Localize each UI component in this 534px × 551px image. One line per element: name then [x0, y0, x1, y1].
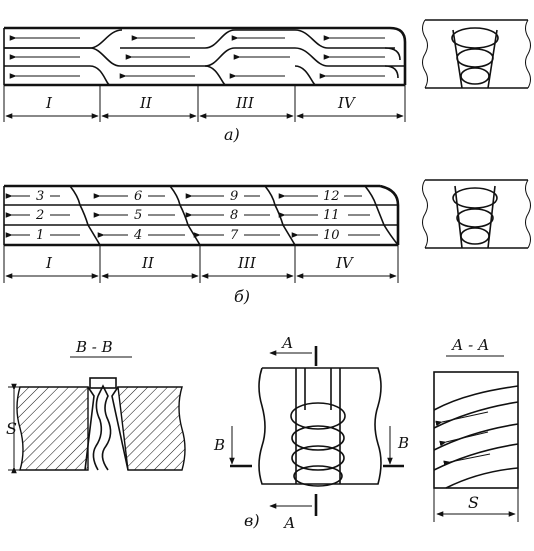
pass-number: 12 — [323, 189, 340, 204]
cut-label-left: В — [213, 436, 225, 454]
section-bb: В - В S — [6, 338, 186, 474]
cut-label-top: А — [281, 334, 293, 352]
panel-b-cross-section — [422, 179, 531, 249]
pass-number: 10 — [323, 228, 340, 243]
panel-a-caption: а) — [224, 125, 240, 144]
panel-a-section-label: I — [45, 94, 53, 112]
pass-number: 4 — [133, 228, 142, 243]
section-aa-title: А - А — [451, 336, 489, 354]
pass-number: 6 — [134, 189, 142, 204]
panel-a-dimensions: I II III IV — [3, 85, 406, 122]
plan-view: А В В А в) — [213, 334, 409, 532]
section-bb-title: В - В — [75, 338, 113, 356]
cut-label-bottom: А — [283, 514, 295, 532]
section-aa: А - А S — [433, 336, 519, 522]
panel-c-caption: в) — [244, 511, 260, 530]
pass-number: 11 — [323, 208, 340, 223]
pass-number: 8 — [230, 208, 238, 223]
pass-number: 2 — [35, 208, 44, 223]
panel-a-bead-strip — [3, 26, 407, 87]
pass-number: 9 — [230, 189, 238, 204]
panel-b-bead-strip: 3 6 9 12 2 5 8 11 1 4 7 10 — [3, 184, 400, 247]
panel-b: 3 6 9 12 2 5 8 11 1 4 7 10 I II III I — [3, 179, 531, 306]
panel-b-section-label: III — [237, 254, 257, 272]
pass-number: 1 — [36, 228, 44, 243]
thickness-label: S — [6, 419, 17, 438]
panel-a-section-label: II — [139, 94, 153, 112]
panel-a-cross-section — [422, 19, 531, 89]
panel-a-section-label: IV — [337, 94, 357, 112]
panel-b-dimensions: I II III IV — [3, 245, 399, 283]
panel-b-caption: б) — [234, 287, 250, 306]
panel-b-section-label: I — [45, 254, 53, 272]
panel-a: I II III IV а) — [3, 19, 531, 144]
panel-b-section-label: II — [141, 254, 155, 272]
panel-b-section-label: IV — [335, 254, 355, 272]
pass-number: 7 — [230, 228, 239, 243]
panel-a-section-label: III — [235, 94, 255, 112]
pass-number: 3 — [36, 189, 44, 204]
section-aa-width-label: S — [468, 493, 479, 512]
cut-label-right: В — [397, 434, 409, 452]
pass-number: 5 — [134, 208, 142, 223]
